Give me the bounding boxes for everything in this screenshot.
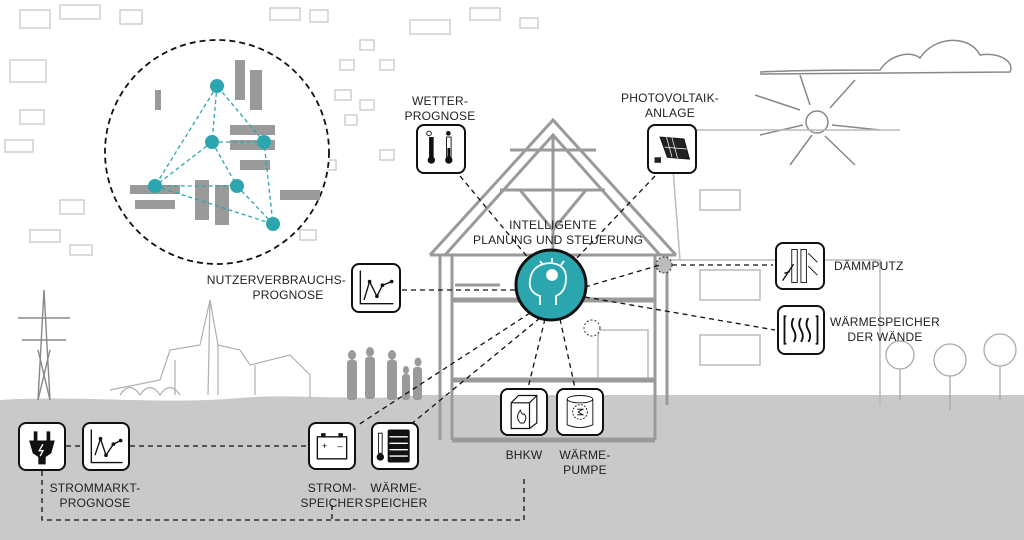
heat-waves-icon [783, 315, 819, 345]
line-chart-icon [90, 429, 123, 464]
trees-sketch [885, 333, 1017, 410]
photovoltaic-label: PHOTOVOLTAIK-ANLAGE [621, 91, 719, 120]
city-sketch [109, 299, 311, 398]
heat-pump-label: WÄRME-PUMPE [559, 448, 611, 477]
chp-flame-icon [510, 394, 538, 430]
wall-detail-marker [583, 319, 601, 337]
solar-panel-icon [654, 136, 691, 163]
neighborhood-circle [104, 39, 330, 265]
heat-storage-icon [376, 429, 410, 463]
cloud-icon [759, 39, 1012, 75]
ground [0, 395, 1024, 540]
sun-icon [754, 74, 881, 166]
usage-forecast-box[interactable] [351, 263, 401, 313]
weather-forecast-label: WETTER-PROGNOSE [404, 94, 476, 123]
power-grid-box[interactable] [18, 422, 66, 471]
line-chart-icon [359, 270, 394, 305]
weather-forecast-box[interactable] [416, 124, 466, 174]
connection-lines [41, 175, 776, 521]
svg-text:–: – [338, 441, 344, 451]
power-pylon [18, 289, 70, 401]
photovoltaic-box[interactable] [647, 124, 697, 174]
svg-text:+: + [322, 441, 327, 451]
chp-label: BHKW [505, 448, 543, 462]
market-forecast-box[interactable] [82, 422, 130, 471]
heat-pump-box[interactable] [556, 388, 604, 436]
power-storage-box[interactable]: +– [308, 422, 356, 470]
usage-forecast-label: NUTZERVERBRAUCHS-PROGNOSE [206, 273, 346, 302]
insulation-plaster-label: DÄMMPUTZ [834, 259, 904, 273]
chp-box[interactable] [500, 388, 548, 436]
house-section [428, 117, 678, 443]
battery-icon: +– [316, 433, 348, 460]
brain-bulb-icon [514, 248, 588, 322]
wall-heat-storage-box[interactable] [777, 305, 825, 355]
insulation-plaster-box[interactable] [775, 242, 825, 290]
network-nodes [148, 79, 280, 231]
plug-icon [29, 431, 55, 465]
thermometer-icon [426, 130, 453, 164]
insulation-icon [782, 249, 818, 283]
heat-pump-icon [566, 395, 594, 429]
heat-storage-label: WÄRME-SPEICHER [364, 481, 428, 510]
market-forecast-label: STROMMARKT-PROGNOSE [49, 481, 141, 510]
people-silhouettes [347, 347, 422, 400]
heat-storage-box[interactable] [371, 422, 419, 470]
power-storage-label: STROM-SPEICHER [300, 481, 364, 510]
